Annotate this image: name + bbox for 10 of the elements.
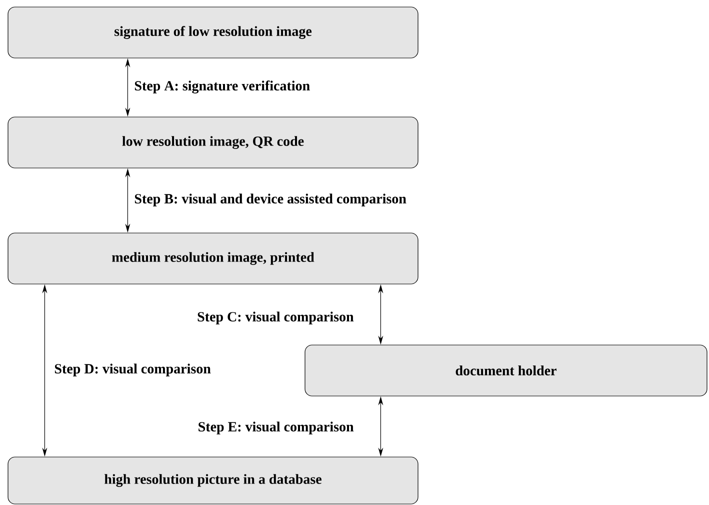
edge-label: Step B: visual and device assisted comparison [133,192,408,208]
process-box: high resolution picture in a database [8,456,418,504]
process-box: low resolution image, QR code [8,116,418,168]
process-box: medium resolution image, printed [8,232,418,284]
edge-label: Step E: visual comparison [196,420,355,436]
process-box: document holder [304,344,708,396]
edge-label: Step D: visual comparison [53,362,212,378]
edge-label: Step C: visual comparison [196,310,355,326]
edge-label: Step A: signature verification [133,80,312,94]
process-box: signature of low resolution image [8,6,418,58]
